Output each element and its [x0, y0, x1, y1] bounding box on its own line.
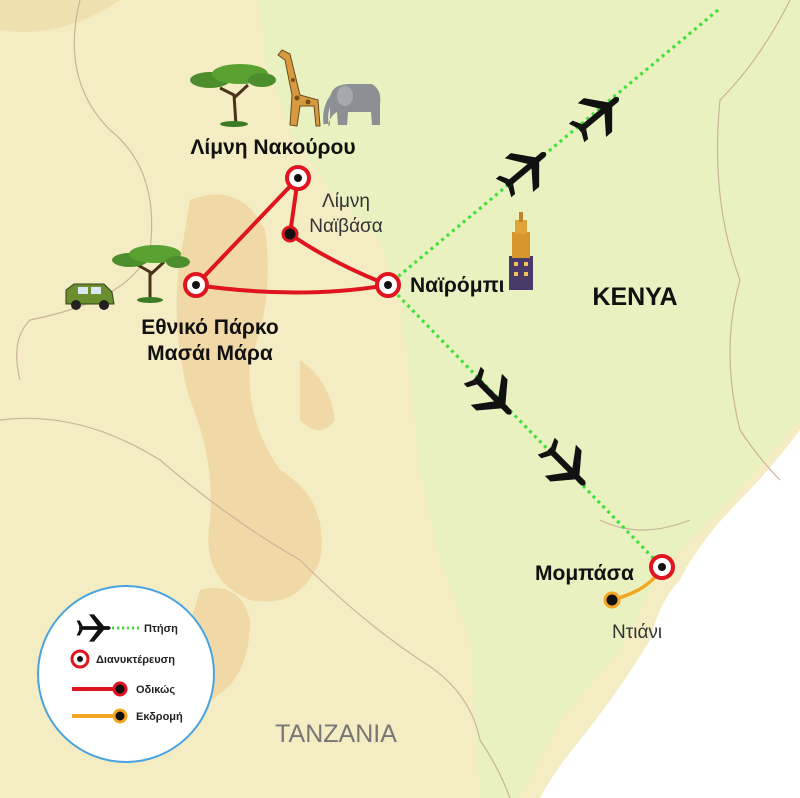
legend-excursion-label: Εκδρομή: [136, 711, 183, 723]
acacia-tree-icon: [112, 245, 190, 303]
label-diani: Ντιάνι: [612, 622, 662, 643]
label-masai-line2: Μασάι Μάρα: [147, 342, 273, 365]
legend-road-label: Οδικώς: [136, 684, 175, 696]
safari-jeep-icon: [65, 283, 115, 310]
border-line: [0, 417, 511, 798]
country-label-tanzania: TANZANIA: [275, 720, 397, 748]
border-line: [16, 0, 153, 381]
terrain-patch: [0, 0, 120, 32]
border-line: [599, 519, 691, 531]
legend-stopover-label: Διανυκτέρευση: [96, 654, 175, 666]
label-mombasa: Μομπάσα: [535, 562, 634, 585]
legend-flight-label: Πτήση: [144, 623, 178, 635]
terrain-patch: [176, 194, 322, 602]
legend: Πτήση Διανυκτέρευση Οδικώς Εκδρομή: [37, 585, 215, 763]
skyscraper-icon: [509, 212, 533, 290]
label-masai-line1: Εθνικό Πάρκο: [141, 316, 278, 339]
acacia-tree-icon: [190, 64, 276, 127]
stopover-marker-nakuru: [285, 165, 311, 191]
country-label-kenya: KENYA: [592, 283, 677, 311]
stopover-marker-masai-mara: [183, 272, 209, 298]
border-line: [716, 0, 791, 481]
kenya-region: [260, 0, 800, 798]
stopover-marker-mombasa: [649, 554, 675, 580]
sea: [540, 430, 800, 798]
label-naivasha-line1: Λίμνη: [322, 191, 370, 212]
label-naivasha-line2: Ναϊβάσα: [309, 216, 383, 237]
label-nairobi: Ναϊρόμπι: [410, 274, 505, 297]
elephant-icon: [323, 84, 381, 126]
stopover-marker-nairobi: [375, 272, 401, 298]
giraffe-icon: [277, 49, 321, 127]
waypoint-marker-naivasha: [281, 225, 299, 243]
terrain-patch: [300, 360, 335, 430]
flight-route: [386, 283, 664, 569]
excursion-marker-diani: [603, 591, 621, 609]
flight-route: [386, 8, 720, 287]
label-nakuru: Λίμνη Νακούρου: [190, 136, 355, 159]
